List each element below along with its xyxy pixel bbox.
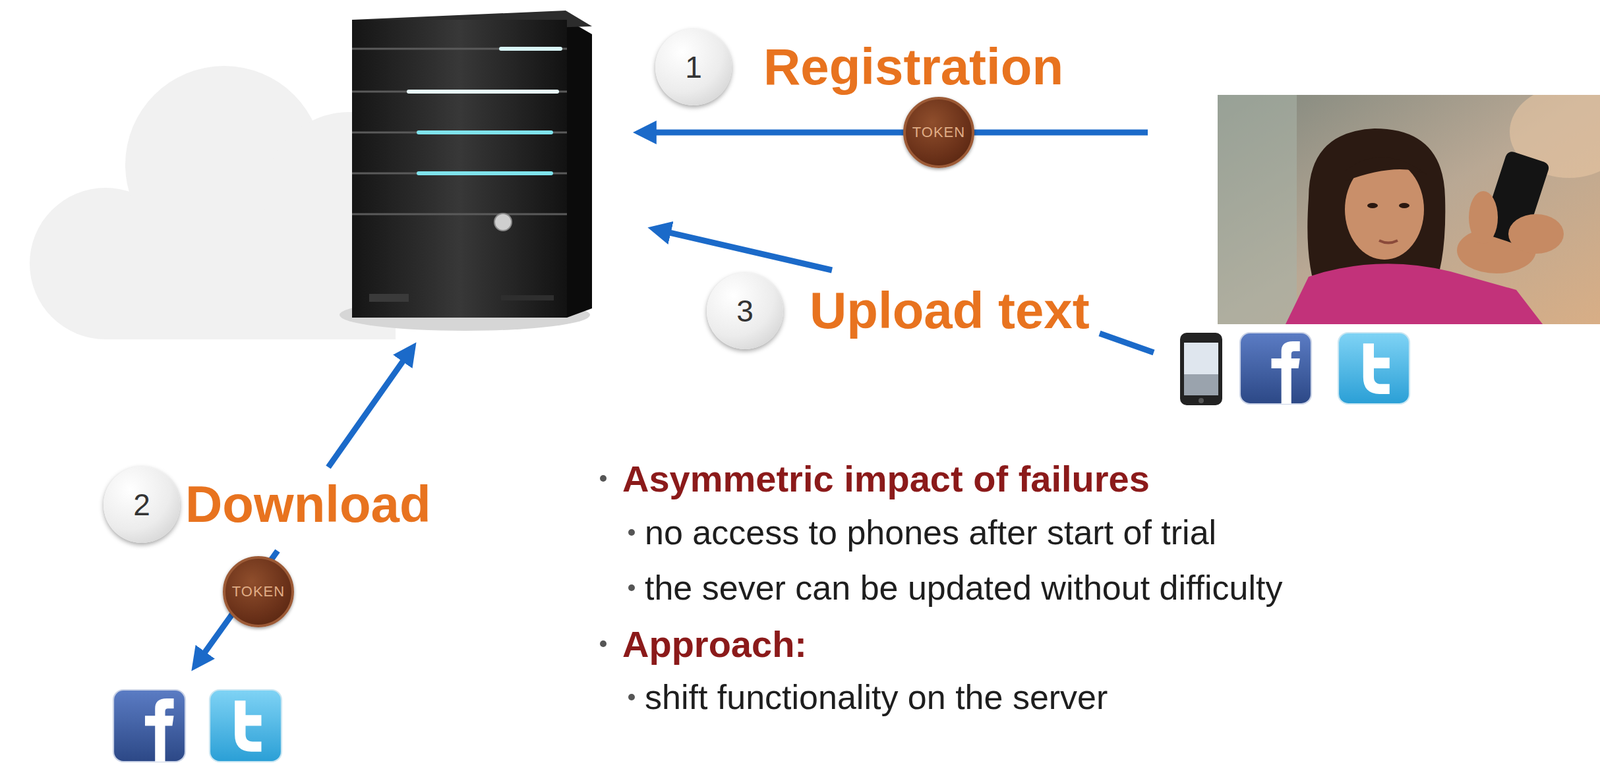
facebook-icon <box>1240 332 1312 405</box>
token-text: TOKEN <box>232 583 285 601</box>
bullet-dot <box>628 694 635 701</box>
phone-icon <box>1184 342 1219 396</box>
server-tower <box>352 90 567 93</box>
step-marker: 2Download <box>103 474 432 536</box>
twitter-icon <box>1338 332 1410 405</box>
bullet-dot <box>599 475 607 482</box>
flow-arrow <box>663 231 832 271</box>
facebook-icon <box>1240 332 1312 405</box>
step-marker: 1Registration <box>655 36 1064 98</box>
child-photo <box>1367 203 1378 209</box>
child-photo <box>1508 214 1564 254</box>
phone-icon <box>1180 332 1223 406</box>
bullet-dot <box>628 529 635 536</box>
step-number: 2 <box>103 466 180 544</box>
phone-icon <box>1184 374 1219 396</box>
bullet-dot <box>628 584 635 592</box>
step-label: Download <box>185 475 432 535</box>
bullet-point: the sever can be updated without difficu… <box>644 568 1283 608</box>
flow-arrow <box>649 129 1148 136</box>
step-number: 3 <box>706 272 784 350</box>
server-tower <box>352 172 567 175</box>
facebook-icon <box>145 698 175 763</box>
server-tower <box>352 131 567 134</box>
server-tower <box>566 19 593 318</box>
child-photo <box>1379 240 1398 244</box>
server-tower <box>369 294 409 302</box>
child-photo <box>1344 157 1428 182</box>
server-tower <box>352 48 567 215</box>
server-tower <box>494 213 512 231</box>
bullet-point: no access to phones after start of trial <box>644 512 1217 553</box>
server-tower <box>352 19 567 318</box>
server-tower <box>408 89 558 94</box>
twitter-icon <box>1338 332 1410 405</box>
bullet-heading: Approach: <box>622 622 807 666</box>
child-photo <box>1398 203 1410 209</box>
facebook-icon <box>113 690 186 763</box>
token-coin: TOKEN <box>222 556 295 628</box>
phone-icon <box>1198 398 1204 404</box>
twitter-icon <box>234 700 262 752</box>
child-photo <box>1217 94 1600 325</box>
step-number: 1 <box>655 29 732 106</box>
server-tower <box>339 10 593 331</box>
server-tower <box>352 48 567 51</box>
token-text: TOKEN <box>912 123 966 142</box>
bullet-dot <box>599 640 607 648</box>
facebook-icon <box>1271 341 1301 405</box>
facebook-icon <box>113 690 186 763</box>
bullet-dot <box>599 475 635 701</box>
token-coin: TOKEN <box>903 96 975 169</box>
child-photo <box>1217 94 1297 325</box>
step-label: Upload text <box>809 281 1090 341</box>
step-marker: 3Upload text <box>706 280 1090 342</box>
child-photo <box>1468 191 1498 244</box>
server-tower <box>418 130 552 135</box>
flow-arrow <box>328 355 407 468</box>
phone-icon <box>1180 332 1223 406</box>
twitter-icon <box>1363 343 1390 395</box>
server-tower <box>418 171 552 176</box>
server-tower <box>352 213 567 216</box>
server-tower <box>501 46 561 51</box>
server-tower <box>408 48 561 174</box>
twitter-icon <box>209 690 282 763</box>
server-tower <box>501 295 554 301</box>
bullet-point: shift functionality on the server <box>644 677 1108 718</box>
flow-arrow <box>1099 333 1154 353</box>
twitter-icon <box>209 690 282 763</box>
bullet-heading: Asymmetric impact of failures <box>622 457 1150 501</box>
step-label: Registration <box>763 37 1064 97</box>
